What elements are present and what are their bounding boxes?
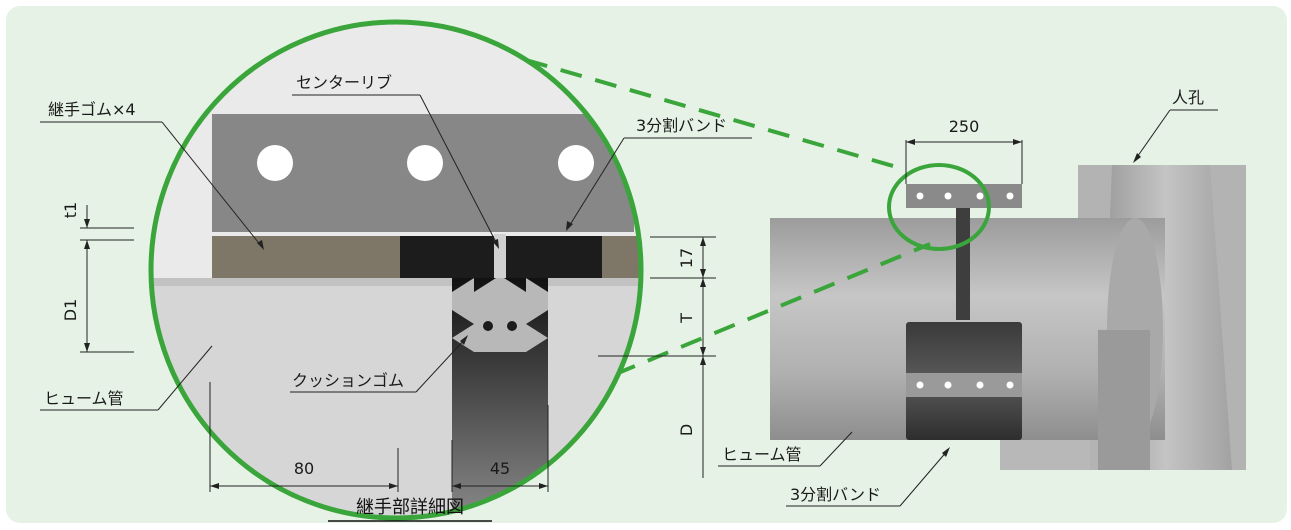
manhole-label: 人孔 [1172, 88, 1204, 107]
top-band-holes [916, 192, 1014, 200]
cushion-rubber-label: クッションゴム [292, 371, 404, 390]
detail-circle [151, 22, 641, 518]
detail-band-hole [558, 145, 594, 181]
joint-rubber-1 [212, 236, 302, 278]
cushion-rubber [452, 278, 548, 352]
hume-pipe-main-label: ヒューム管 [722, 445, 802, 464]
zoom-circle-small [887, 163, 991, 251]
band-detail-label: 3分割バンド [636, 116, 727, 135]
joint-rubber-4 [506, 236, 602, 278]
joint-rubber-2 [302, 236, 400, 278]
dim-d-label: D [677, 424, 696, 436]
main-view: 250 人孔 ヒューム管 3分割バンド [718, 88, 1246, 507]
lower-band-bolts [906, 373, 1022, 397]
joint-rubber-label: 継手ゴム×4 [48, 100, 136, 119]
dim-17-label: 17 [677, 248, 696, 268]
joint-rubber-3 [400, 236, 496, 278]
dim-t1-label: t1 [61, 202, 80, 218]
dim-45-label: 45 [490, 459, 510, 478]
dim-t-label: T [677, 313, 696, 324]
hume-pipe-detail-label: ヒューム管 [44, 389, 124, 408]
zoom-connector-bottom [547, 242, 931, 404]
zoom-circle-large [148, 19, 644, 521]
lower-band-bolt-holes [916, 381, 1014, 389]
band-strap [956, 208, 970, 320]
zoom-connector-top [525, 58, 901, 170]
dim-d1-label: D1 [61, 299, 80, 322]
pipe-opening [1098, 330, 1150, 470]
top-band-plate [906, 184, 1022, 208]
dim-80-label: 80 [294, 459, 314, 478]
diagram-title: 継手部詳細図 [356, 497, 464, 518]
band-main-label: 3分割バンド [790, 485, 881, 504]
detail-band-hole [407, 145, 443, 181]
detail-band-hole [257, 145, 293, 181]
center-rib-label: センターリブ [296, 73, 392, 92]
dim-250-label: 250 [949, 117, 980, 136]
